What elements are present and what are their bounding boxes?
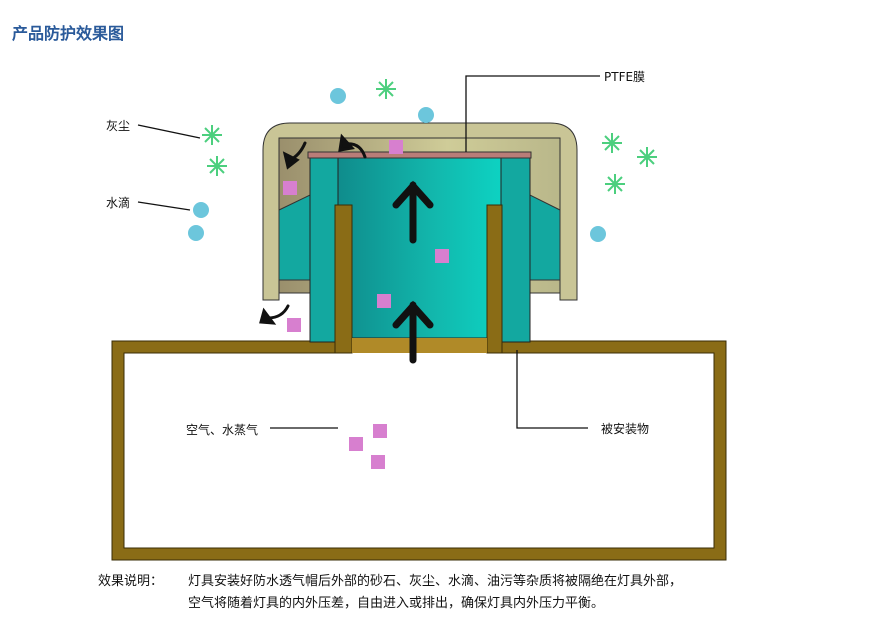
mounted-object bbox=[111, 340, 727, 561]
water-drops bbox=[188, 88, 606, 242]
leader-lines bbox=[137, 75, 600, 429]
curved-arrow-icon bbox=[259, 133, 367, 325]
ptfe-membrane bbox=[307, 151, 532, 159]
description-line-2: 空气将随着灯具的内外压差，自由进入或排出，确保灯具内外压力平衡。 bbox=[188, 596, 605, 611]
label-water: 水滴 bbox=[106, 196, 131, 210]
dust-icons bbox=[202, 79, 657, 194]
airflow-arrows bbox=[392, 180, 434, 364]
description-label: 效果说明： bbox=[98, 574, 164, 589]
page-title: 产品防护效果图 bbox=[12, 24, 125, 43]
label-dust: 灰尘 bbox=[106, 119, 131, 133]
label-air: 空气、水蒸气 bbox=[186, 423, 259, 437]
label-mounted: 被安装物 bbox=[601, 422, 650, 436]
particles bbox=[283, 140, 449, 469]
label-ptfe: PTFE膜 bbox=[604, 70, 646, 84]
description-line-1: 灯具安装好防水透气帽后外部的砂石、灰尘、水滴、油污等杂质将被隔绝在灯具外部， bbox=[188, 574, 683, 589]
